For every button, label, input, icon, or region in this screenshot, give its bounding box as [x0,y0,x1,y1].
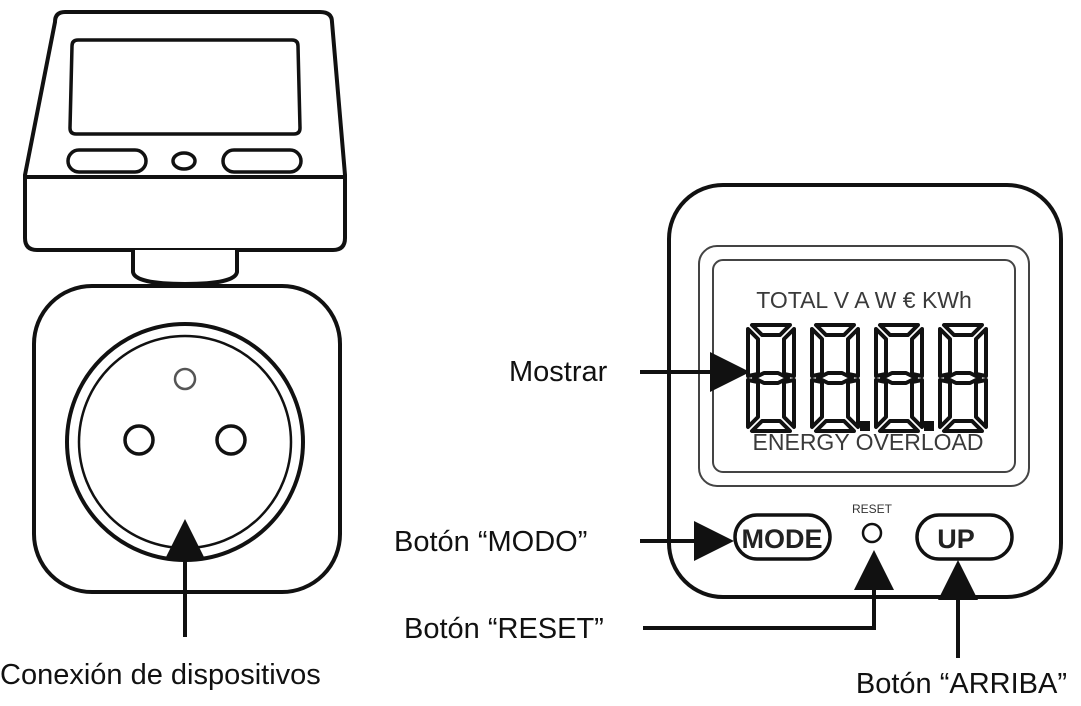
callout-socket-label: Conexión de dispositivos [0,659,321,691]
up-button[interactable]: UP [915,513,1014,561]
meter-head-left-button[interactable] [66,148,148,174]
lcd-segment-a [750,323,792,337]
lcd-segment-a [878,323,920,337]
display-closeup: TOTAL V A W € KWh ENERGY OVERLOAD MODE R… [667,183,1063,599]
lcd-segment-c [782,378,796,429]
lcd-segment-e [874,378,888,429]
lcd-segment-d [814,419,856,433]
meter-head-right-button[interactable] [221,148,303,174]
lcd-segment-a [942,323,984,337]
callout-mode-label: Botón “MODO” [394,526,587,558]
socket-right-hole [215,424,247,456]
lcd-segment-g [752,371,790,385]
mode-button[interactable]: MODE [733,513,832,561]
callout-display-label: Mostrar [509,356,608,388]
socket-left-hole [123,424,155,456]
meter-neck [131,250,239,287]
lcd-digit-3 [938,323,988,433]
lcd-units-row: TOTAL V A W € KWh [756,287,972,313]
callout-reset-arrow [643,550,894,630]
mode-button-shape[interactable] [733,513,832,561]
reset-button[interactable] [861,522,883,544]
plug-device [23,10,347,594]
lcd-segment-c [910,378,924,429]
lcd-digit-2 [874,323,924,433]
lcd-segment-d [878,419,920,433]
lcd-segment-g [944,371,982,385]
lcd-segment-c [974,378,988,429]
lcd-segment-e [938,378,952,429]
lcd-segment-d [750,419,792,433]
lcd-segment-g [816,371,854,385]
socket-ground-pin [173,367,197,391]
callout-reset-label: Botón “RESET” [404,613,604,645]
meter-head-screen [68,38,302,136]
up-button-shape[interactable] [915,513,1014,561]
lcd-digit-1 [810,323,860,433]
up-button-label: UP [937,524,975,554]
reset-label: RESET [852,502,893,516]
lcd-segment-d [942,419,984,433]
lcd-segment-e [746,378,760,429]
lcd-segment-g [880,371,918,385]
meter-head-reset-hole[interactable] [171,151,197,171]
lcd-segment-e [810,378,824,429]
lcd-decimal-point [860,421,870,431]
callout-up-label: Botón “ARRIBA” [856,668,1067,700]
lcd-decimal-point [924,421,934,431]
lcd-segment-c [846,378,860,429]
lcd-status-row: ENERGY OVERLOAD [753,429,984,455]
mode-button-label: MODE [742,524,823,554]
lcd-segment-a [814,323,856,337]
lcd-digits [746,323,988,433]
meter-head [23,10,347,252]
